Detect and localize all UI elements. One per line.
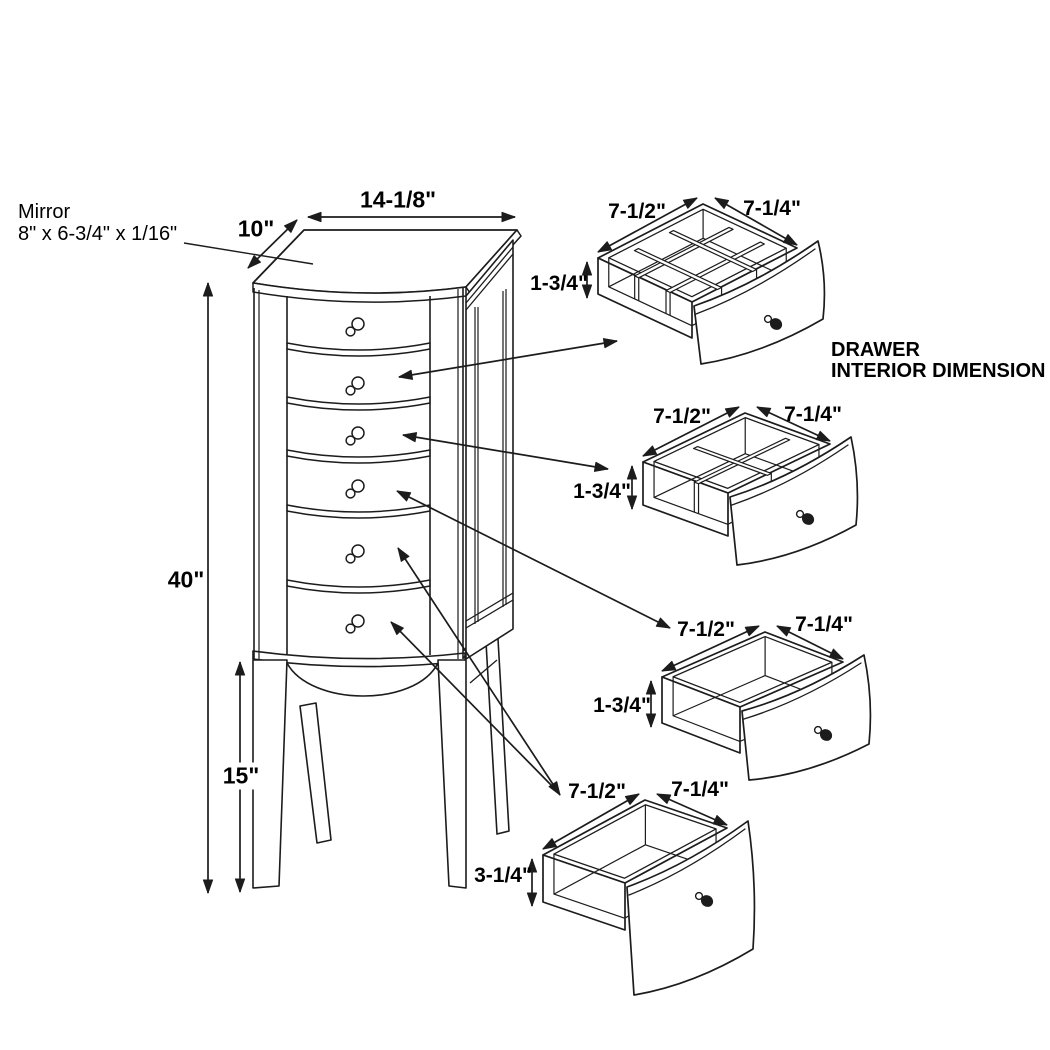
cabinet-width-label: 14-1/8" bbox=[359, 186, 437, 213]
detail3-height-label: 1-3/4" bbox=[593, 694, 651, 717]
cabinet-height-label: 40" bbox=[167, 566, 205, 593]
drawer-detail-3 bbox=[645, 625, 872, 781]
detail1-height-label: 1-3/4" bbox=[530, 272, 588, 295]
mirror-label: Mirror bbox=[18, 201, 71, 223]
detail2-depth-label: 7-1/4" bbox=[784, 403, 842, 426]
drawer-detail-4 bbox=[526, 793, 756, 996]
drawer-detail-1 bbox=[581, 197, 826, 365]
detail1-depth-label: 7-1/4" bbox=[743, 197, 801, 220]
cabinet-drawing bbox=[252, 229, 522, 889]
connector-arrows bbox=[390, 338, 671, 796]
detail2-height-label: 1-3/4" bbox=[573, 480, 631, 503]
drawer-note-line2: INTERIOR DIMENSION bbox=[831, 360, 1046, 382]
detail4-depth-label: 7-1/4" bbox=[671, 778, 729, 801]
detail1-width-label: 7-1/2" bbox=[608, 200, 666, 223]
detail3-depth-label: 7-1/4" bbox=[795, 613, 853, 636]
drawer-detail-2 bbox=[626, 406, 859, 566]
detail4-width-label: 7-1/2" bbox=[568, 780, 626, 803]
detail2-width-label: 7-1/2" bbox=[653, 405, 711, 428]
detail4-height-label: 3-1/4" bbox=[474, 864, 532, 887]
mirror-size-label: 8" x 6-3/4" x 1/16" bbox=[18, 223, 178, 245]
leg-height-label: 15" bbox=[219, 762, 263, 790]
drawer-note-line1: DRAWER bbox=[831, 339, 920, 361]
detail3-width-label: 7-1/2" bbox=[677, 618, 735, 641]
cabinet-depth-label: 10" bbox=[237, 215, 275, 242]
